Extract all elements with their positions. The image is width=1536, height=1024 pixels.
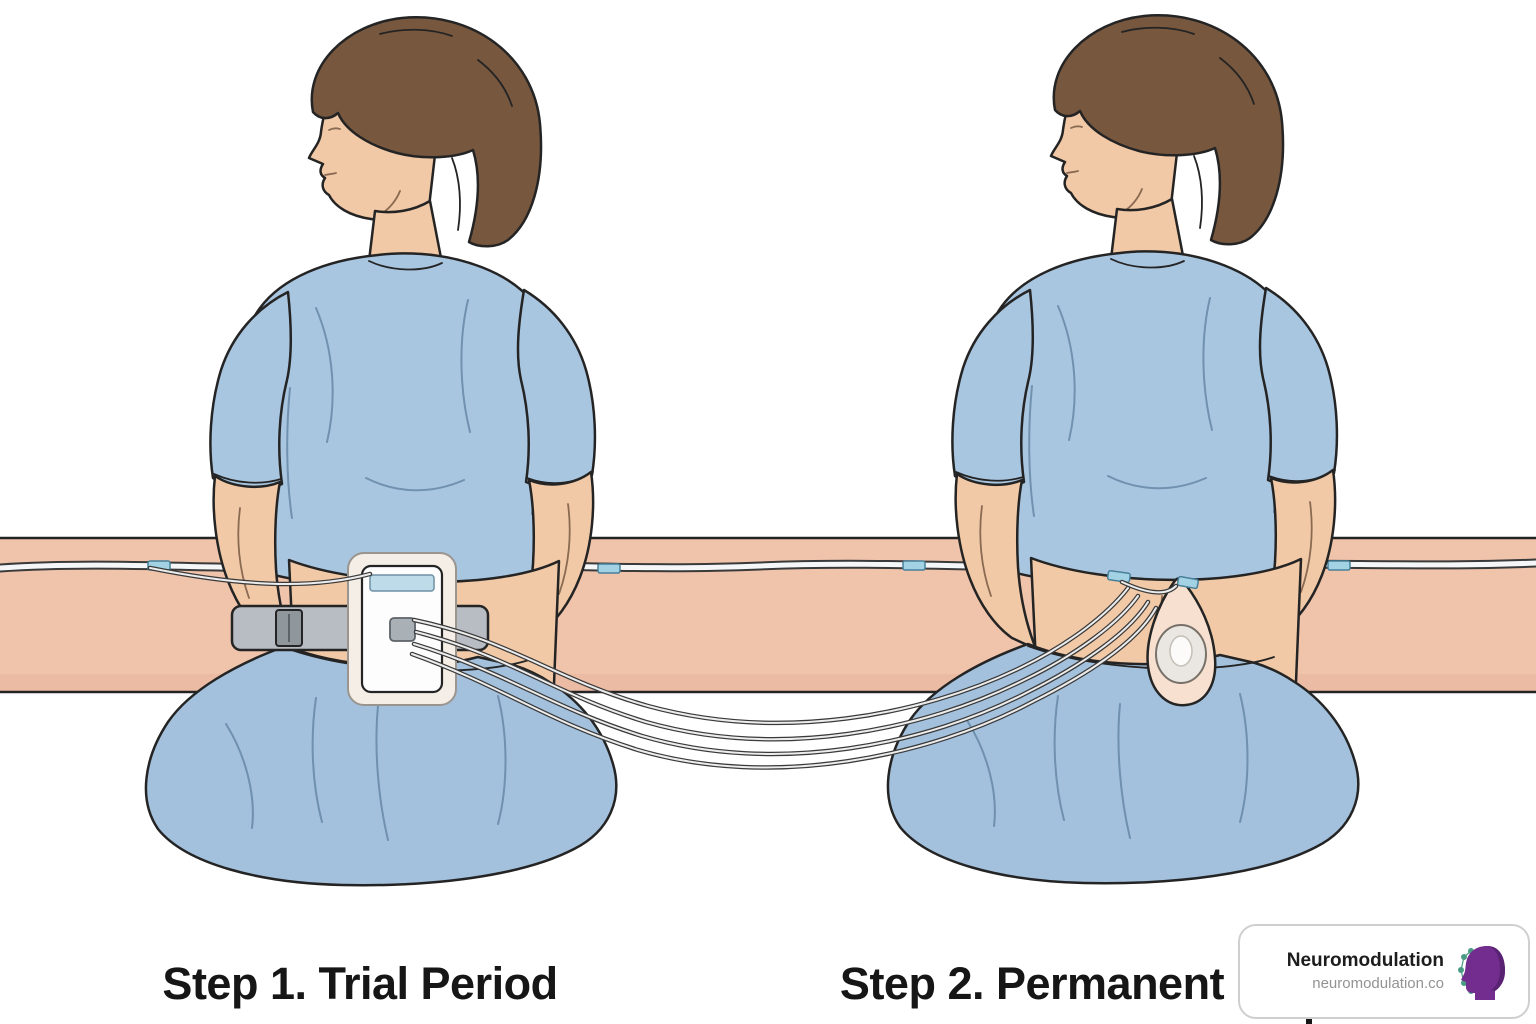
watermark-card: Neuromodulation neuromodulation.co: [1238, 924, 1530, 1019]
patient-figure-permanent: [886, 14, 1360, 885]
watermark-domain: neuromodulation.co: [1312, 975, 1444, 993]
patient-figure-trial: [144, 16, 618, 887]
lead-connector: [1176, 575, 1199, 590]
step1-caption: Step 1. Trial Period: [162, 958, 558, 1009]
watermark-brand: Neuromodulation: [1286, 950, 1444, 972]
tube-to-device-wire: [147, 565, 373, 587]
percutaneous-lead-wires: [409, 585, 1159, 770]
step2-caption: Step 2. Permanent: [839, 958, 1225, 1009]
lead-connector: [1106, 570, 1131, 583]
stimulator-button: [389, 617, 416, 642]
external-trial-stimulator: [230, 552, 490, 706]
generator-highlight: [1169, 635, 1193, 667]
stimulator-screen: [369, 574, 435, 592]
neuromodulation-head-icon: [1456, 943, 1508, 1001]
implant-site: [1106, 570, 1217, 707]
